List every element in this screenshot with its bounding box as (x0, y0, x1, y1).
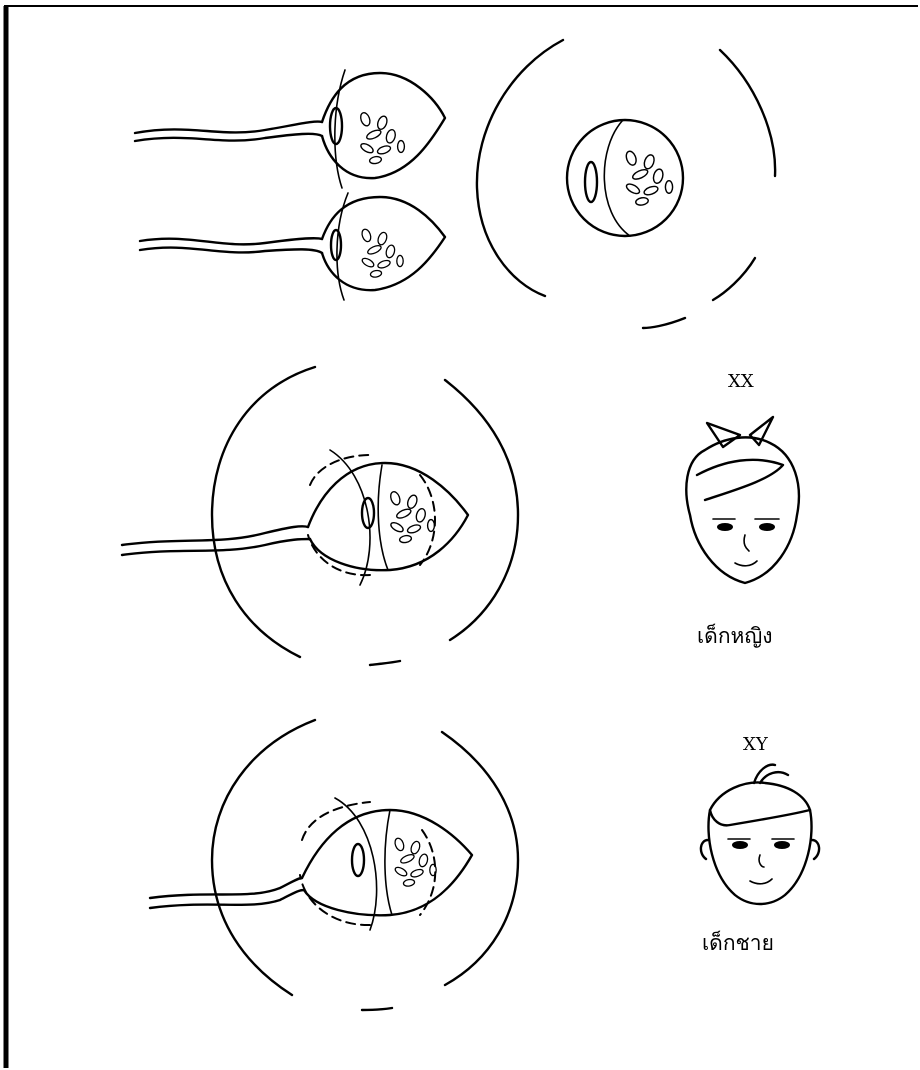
girl-face-icon (686, 417, 799, 583)
boy-chromosome-label: XY (743, 734, 769, 755)
egg-cell-icon (477, 40, 775, 328)
girl-chromosome-label: XX (728, 371, 754, 392)
egg-cell-icon (122, 367, 518, 665)
girl-caption: เด็กหญิง (697, 622, 773, 648)
sperm-icon (135, 70, 445, 188)
sperm-icon (140, 193, 445, 300)
egg-cell-icon (150, 720, 518, 1010)
boy-caption: เด็กชาย (702, 929, 774, 955)
boy-face-icon (701, 765, 819, 904)
